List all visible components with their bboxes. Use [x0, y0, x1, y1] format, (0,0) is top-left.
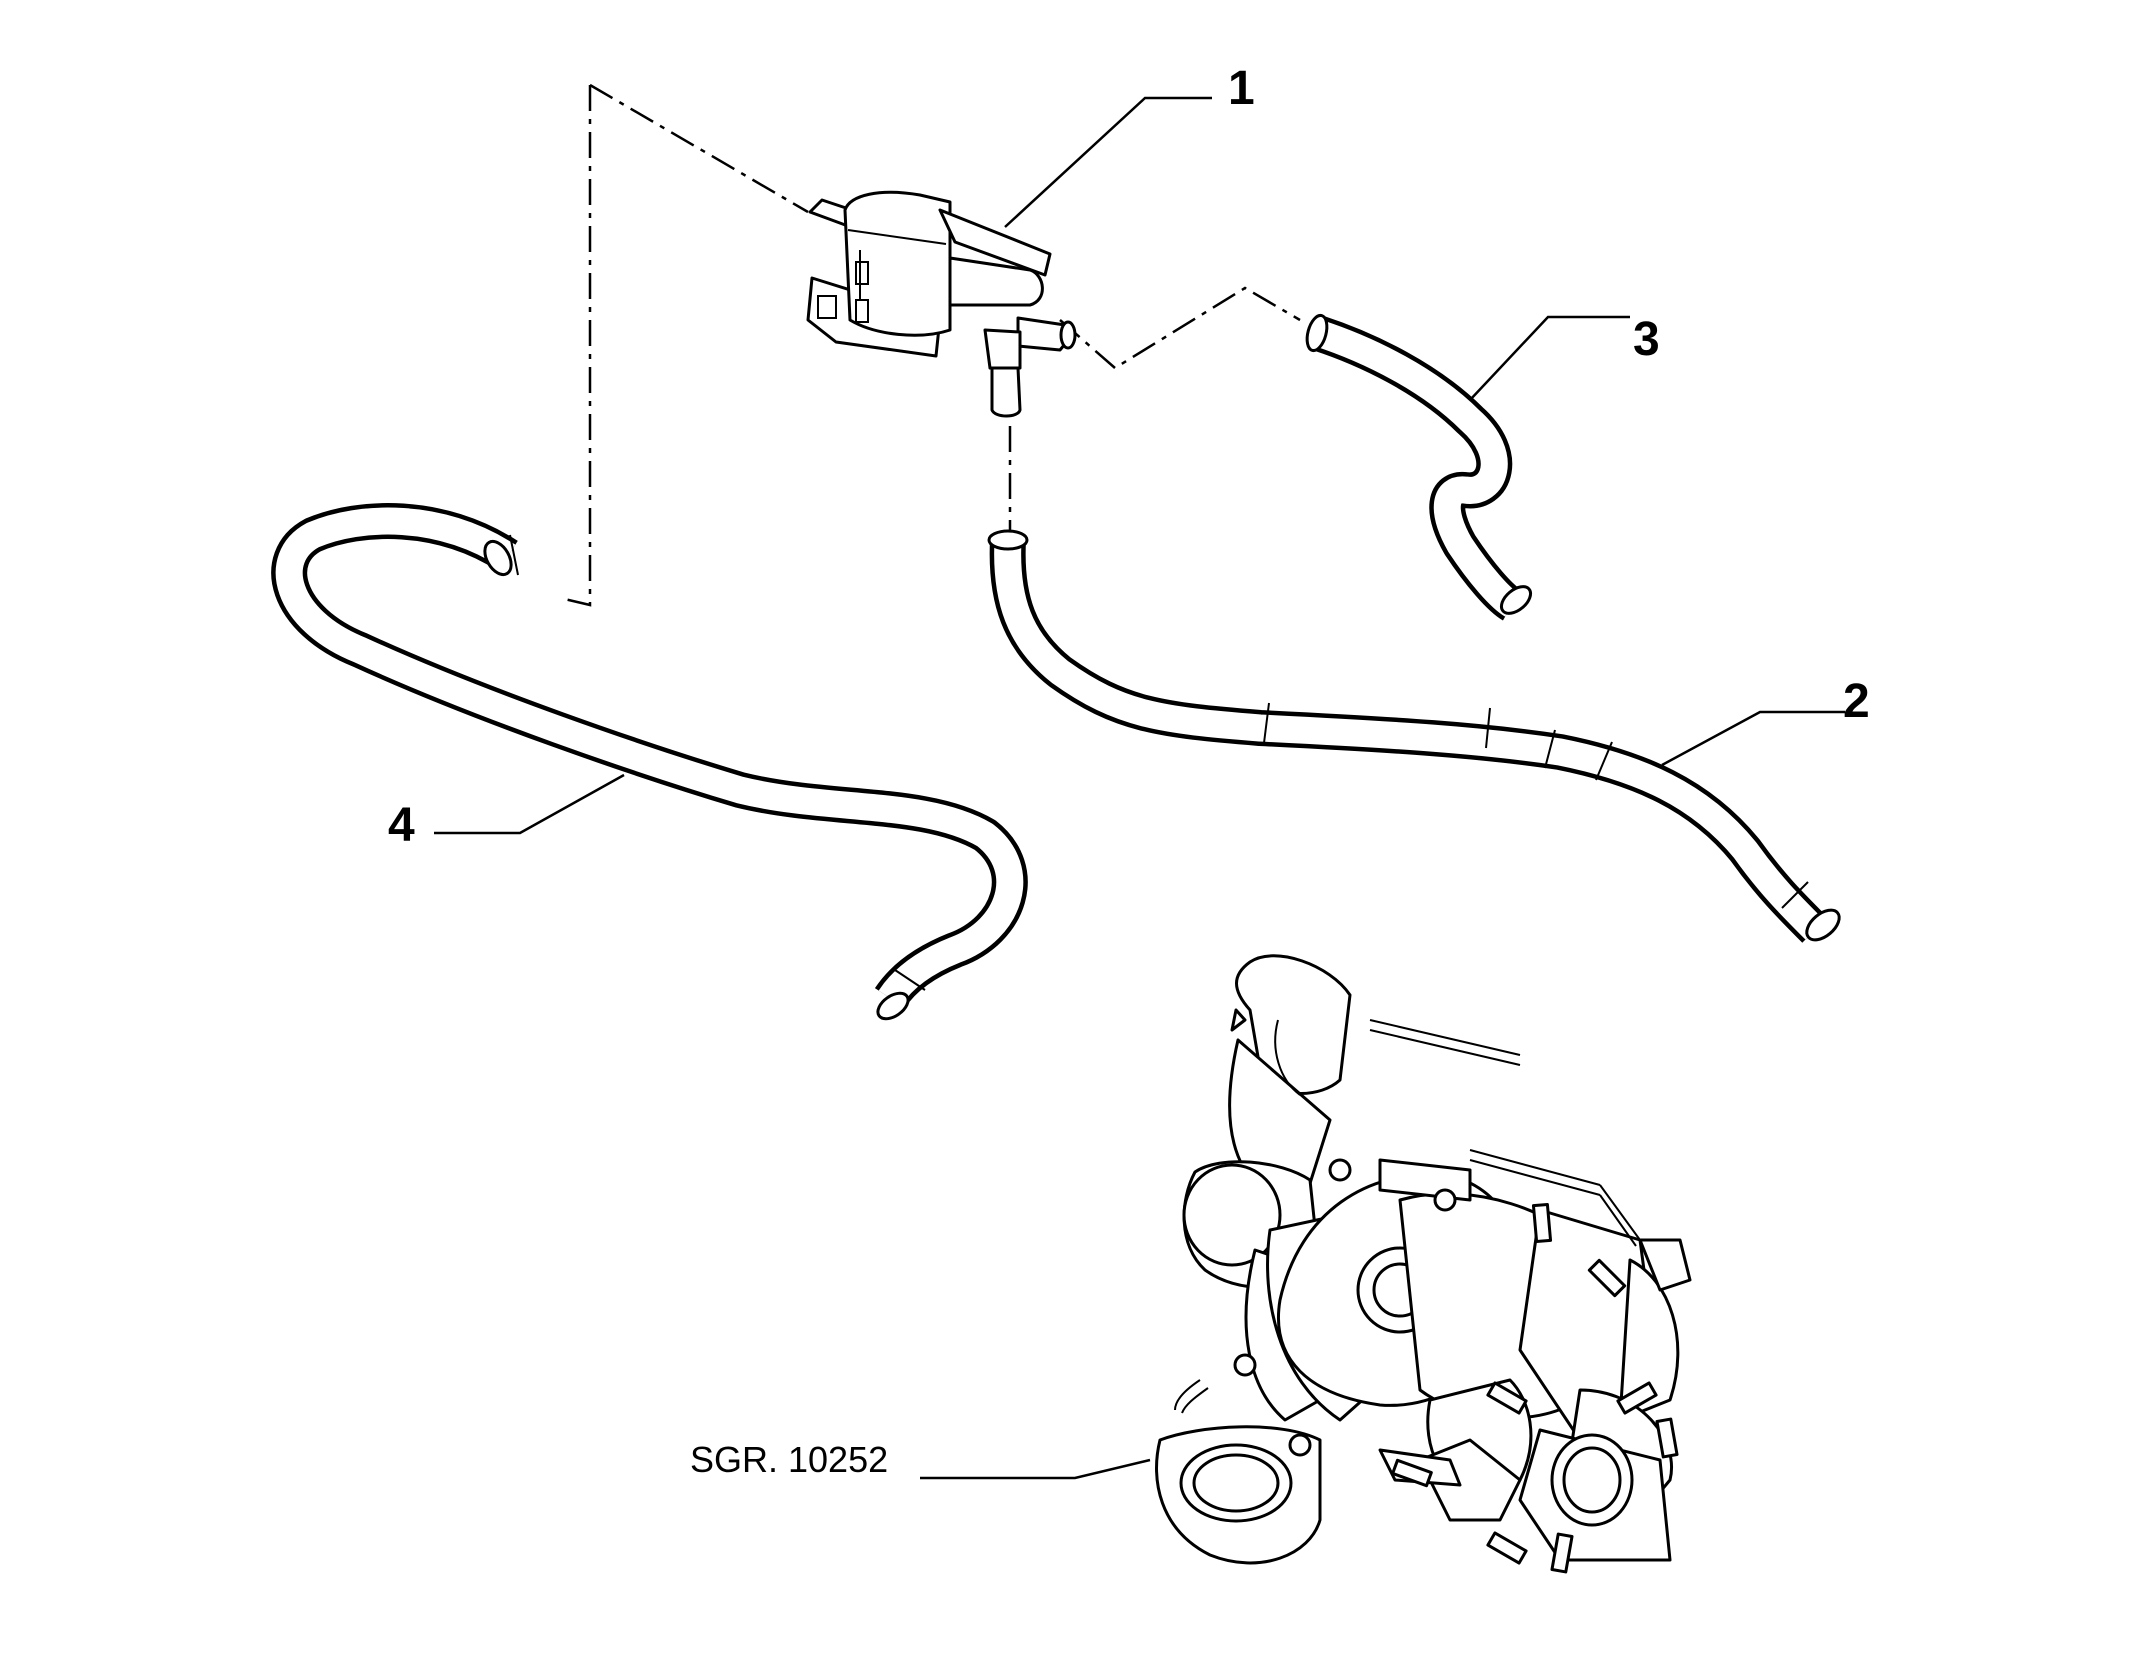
- reference-label: SGR. 10252: [690, 1439, 888, 1480]
- leader-line-1: [1004, 96, 1212, 228]
- leader-line-2: [1661, 710, 1845, 767]
- valve-part-1[interactable]: [806, 190, 1077, 418]
- hose-part-2[interactable]: [987, 529, 1845, 946]
- leader-line-4: [434, 773, 625, 835]
- callout-3: 3: [1633, 313, 1660, 366]
- hose-part-4[interactable]: [271, 503, 1028, 1024]
- callout-1: 1: [1228, 62, 1255, 115]
- leader-lines: [434, 96, 1845, 1480]
- turbocharger-assembly[interactable]: [1155, 954, 1692, 1574]
- callout-2: 2: [1843, 675, 1870, 728]
- hose-part-3[interactable]: [1304, 313, 1536, 621]
- assembly-lines: [559, 83, 1301, 607]
- callouts: 1 2 3 4 SGR. 10252: [388, 62, 1870, 1480]
- callout-4: 4: [388, 799, 415, 852]
- leader-line-3: [1469, 315, 1630, 401]
- leader-line-ref: [920, 1458, 1151, 1480]
